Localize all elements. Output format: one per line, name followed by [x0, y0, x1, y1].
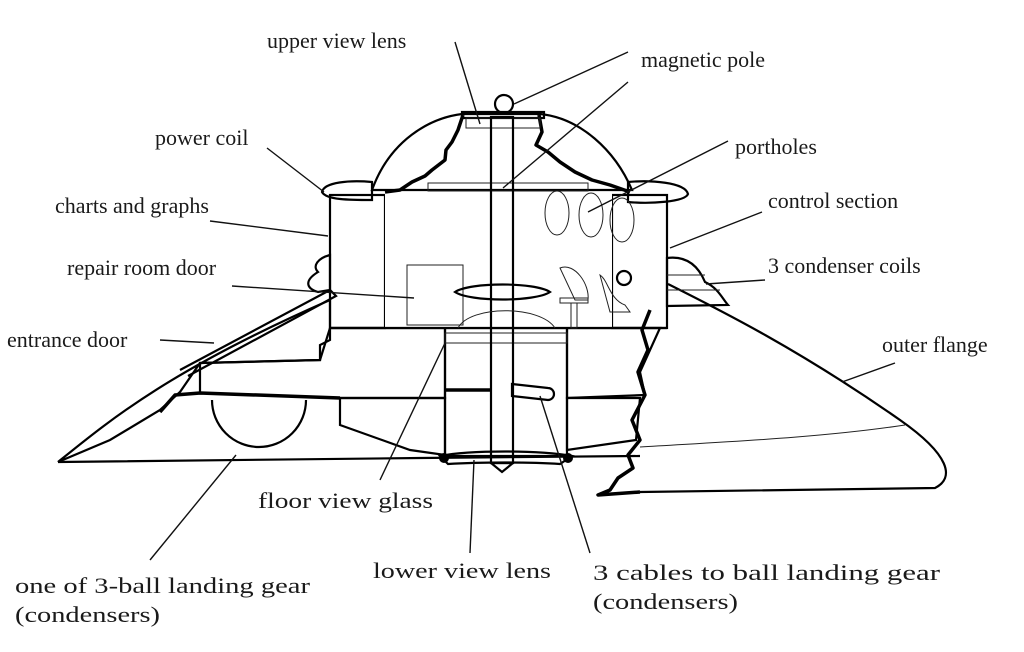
console-base	[457, 310, 556, 329]
central-chamber	[443, 326, 569, 458]
lower-block-right	[565, 396, 642, 452]
stool-post	[570, 302, 578, 329]
label-upper-view-lens: upper view lens	[267, 28, 406, 53]
leader-cables	[539, 395, 591, 554]
seat-2	[599, 273, 631, 313]
cabin-interior	[385, 190, 612, 328]
leader-floor-view-glass	[379, 342, 446, 481]
label-floor-view-glass: floor view glass	[258, 488, 433, 513]
leader-lower-view-lens	[469, 459, 475, 554]
pole-tip	[487, 461, 517, 474]
leader-repair-room-door	[231, 285, 415, 299]
label-repair-room-door: repair room door	[67, 255, 217, 280]
landing-gear-ball	[210, 399, 308, 449]
leader-landing-gear	[149, 454, 237, 561]
floor-view-glass-band	[444, 332, 568, 344]
lower-lens-blob-left	[439, 453, 449, 463]
label-magnetic-pole: magnetic pole	[641, 47, 765, 72]
leader-power-coil	[266, 147, 325, 193]
labels: upper view lens magnetic pole power coil…	[7, 28, 988, 627]
label-landing-gear-line2: (condensers)	[15, 602, 160, 627]
label-portholes: portholes	[735, 134, 817, 159]
cabin-wall-left	[328, 193, 387, 330]
leader-magnetic-pole	[513, 51, 629, 105]
label-condenser-coils: 3 condenser coils	[768, 253, 921, 278]
leader-magnetic-pole-2	[502, 81, 629, 189]
porthole-1	[544, 190, 570, 236]
condenser-coils-right	[665, 256, 731, 308]
cable-stub	[510, 382, 556, 402]
label-landing-gear-line1: one of 3-ball landing gear	[15, 573, 311, 598]
magnetic-pole-knob	[493, 93, 515, 115]
label-lower-view-lens: lower view lens	[373, 558, 551, 583]
leader-portholes	[587, 140, 729, 213]
label-charts-and-graphs: charts and graphs	[55, 193, 209, 218]
dome	[370, 112, 634, 192]
leader-charts-and-graphs	[209, 220, 329, 237]
label-entrance-door: entrance door	[7, 327, 128, 352]
left-wing-shape	[57, 298, 332, 464]
dome-torn-edge-right	[534, 114, 631, 194]
leader-upper-view-lens	[454, 41, 481, 125]
dome-torn-edge-left	[384, 114, 465, 194]
upper-view-lens-shape	[465, 117, 541, 129]
condenser-coils-left	[307, 253, 332, 294]
lower-lens-blob-right	[563, 453, 573, 463]
porthole-2	[578, 192, 604, 238]
control-knob	[615, 269, 633, 287]
power-coil-left	[320, 180, 374, 202]
torn-edge-right	[596, 309, 652, 497]
label-outer-flange: outer flange	[882, 332, 988, 357]
leader-control-section	[669, 211, 763, 249]
cabin-wall-right	[610, 193, 669, 330]
power-coil-right	[626, 180, 690, 204]
control-console	[453, 283, 552, 301]
label-power-coil: power coil	[155, 125, 248, 150]
label-cables-line2: (condensers)	[593, 589, 738, 614]
leader-condenser-coils	[705, 279, 766, 285]
label-cables-line1: 3 cables to ball landing gear	[593, 560, 941, 585]
leader-entrance-door	[159, 339, 215, 344]
leader-lines	[149, 41, 896, 561]
lower-block-left	[338, 396, 447, 457]
outer-flange-shape	[639, 283, 948, 494]
craft-body	[57, 93, 948, 497]
leader-outer-flange	[841, 362, 896, 383]
porthole-3	[609, 197, 635, 243]
outer-flange-inner-line	[639, 424, 906, 448]
label-control-section: control section	[768, 188, 898, 213]
